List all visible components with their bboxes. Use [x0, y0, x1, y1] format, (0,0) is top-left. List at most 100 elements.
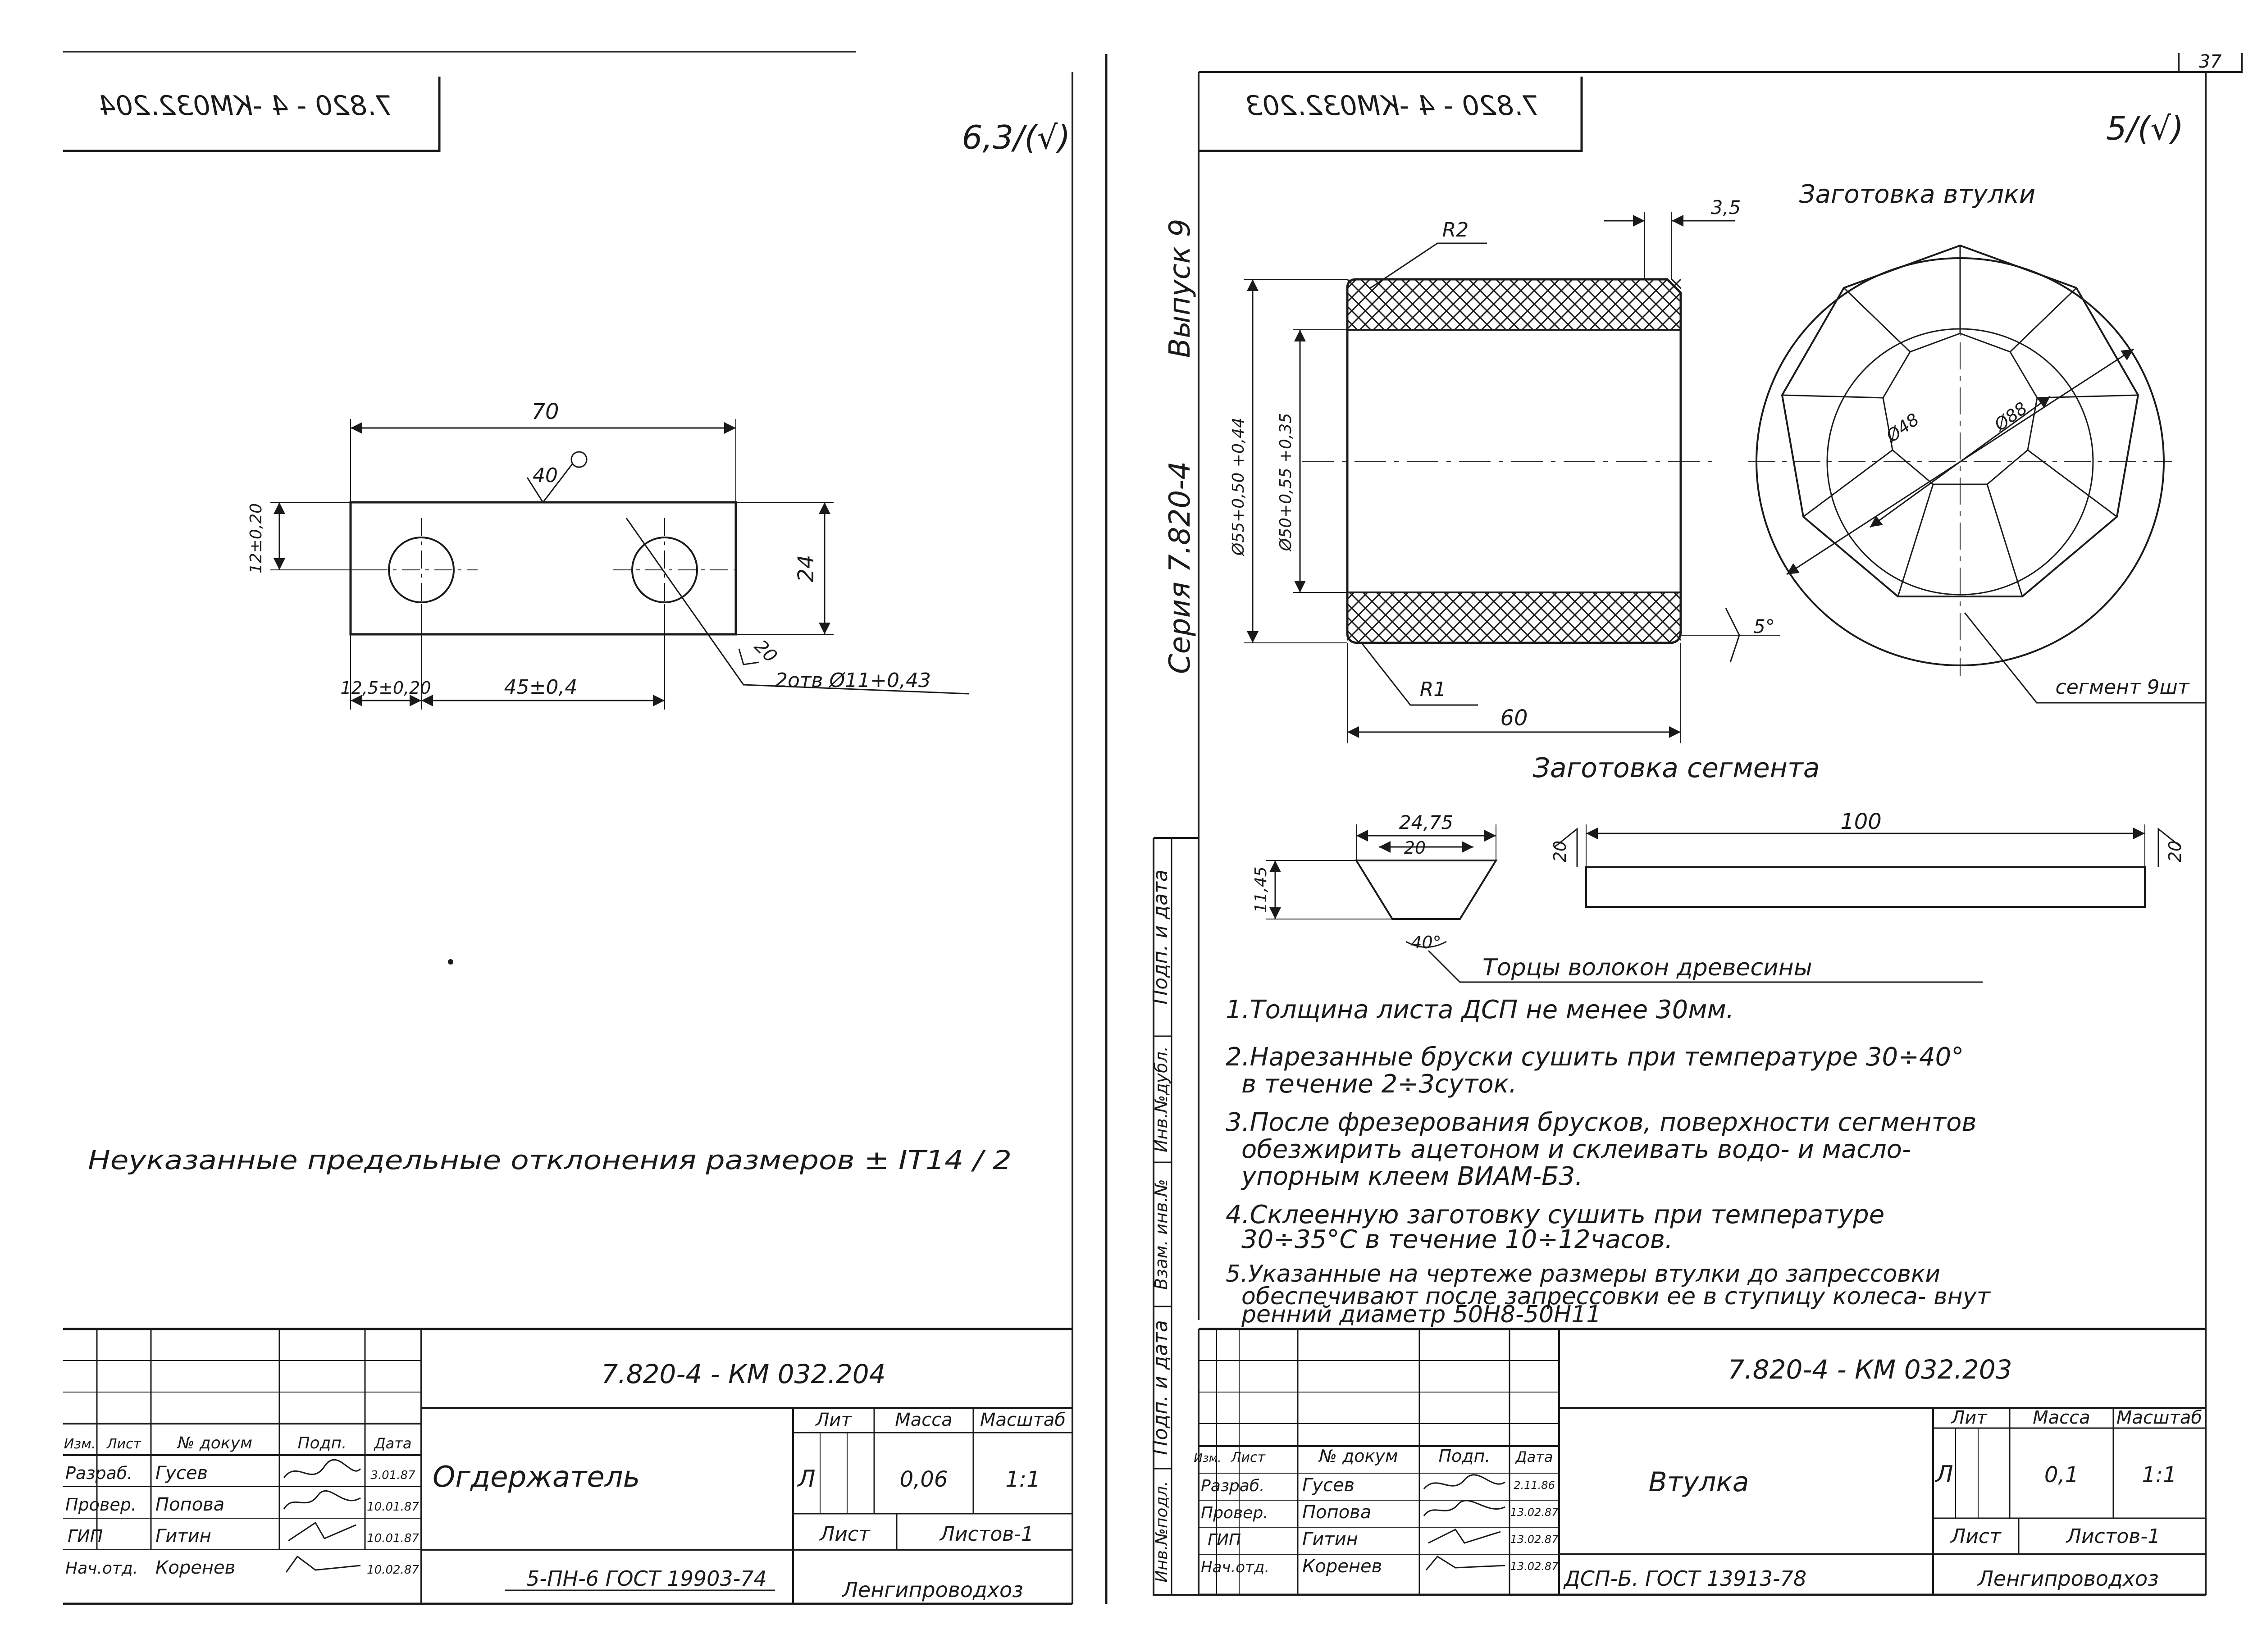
segment-inner-width: 20 — [1404, 838, 1426, 858]
right-roughness-mark: 5/(√) — [2106, 109, 2184, 147]
right-tb-head-doc: № докум — [1318, 1446, 1398, 1466]
dim-roughness-top: 40 — [533, 464, 558, 487]
segment-length: 100 — [1840, 809, 1882, 834]
note-3-line-1: После фрезерования брусков, поверхности … — [1250, 1108, 1976, 1137]
note-2-line-1: Нарезанные бруски сушить при температуре… — [1250, 1042, 1964, 1072]
page-number: 37 — [2199, 51, 2222, 72]
left-tb-part-name: Огдержатель — [433, 1461, 640, 1494]
bushing-inner-d: Ø50+0,55 +0,35 — [1277, 413, 1295, 552]
right-tb-head-izm: Изм. — [1194, 1452, 1221, 1465]
note-3-num: 3. — [1226, 1108, 1250, 1137]
left-tb-head-date: Дата — [374, 1435, 412, 1452]
bushing-r-bottom: R1 — [1420, 678, 1446, 701]
left-tb-head-list: Лист — [106, 1436, 142, 1452]
right-tb-scale: 1:1 — [2142, 1462, 2176, 1488]
right-tb-scale-label: Масштаб — [2116, 1407, 2202, 1428]
strip-replace-inv: Взам. инв.№ — [1151, 1179, 1171, 1290]
bushing-end-view — [1748, 244, 2206, 704]
note-1-line-1: Толщина листа ДСП не менее 30мм. — [1250, 995, 1734, 1024]
left-tb-role-4: Нач.отд. — [65, 1559, 138, 1578]
note-2-num: 2. — [1226, 1042, 1250, 1072]
right-tb-sheets-label: Листов-1 — [2066, 1525, 2160, 1548]
note-2-line-2: в течение 2÷3суток. — [1241, 1069, 1517, 1099]
right-tb-role-4: Нач.отд. — [1201, 1558, 1269, 1576]
left-mirrored-code: 7.820 - 4 -КМ032.204 — [99, 90, 393, 122]
note-1-num: 1. — [1226, 995, 1250, 1024]
right-title-block — [1198, 1328, 2206, 1596]
left-tb-sheets-label: Листов-1 — [939, 1523, 1034, 1546]
right-tb-head-list: Лист — [1231, 1450, 1266, 1465]
segment-top-width: 24,75 — [1399, 811, 1453, 833]
issue-label: Выпуск 9 — [1163, 218, 1197, 358]
right-tb-name-3: Гитин — [1302, 1529, 1358, 1550]
bushing-outer-d: Ø55+0,50 +0,44 — [1229, 418, 1248, 556]
right-sheet: 7.820 - 4 -КМ032.203 5/(√) Серия 7.820-4… — [1149, 71, 2207, 1596]
segment-angle: 40° — [1411, 933, 1441, 952]
segment-end-left: 20 — [1550, 841, 1570, 862]
strip-orig-inv: Инв.№подл. — [1153, 1481, 1171, 1582]
dim-length: 70 — [531, 399, 559, 424]
left-signatures — [283, 1459, 361, 1573]
right-tb-part-name: Втулка — [1649, 1466, 1749, 1498]
note-5-line-3: ренний диаметр 50Н8-50Н11 — [1241, 1301, 1601, 1328]
right-mirrored-code: 7.820 - 4 -КМ032.203 — [1245, 90, 1540, 122]
left-tb-name-4: Коренев — [155, 1557, 235, 1578]
holder-plate-drawing — [270, 419, 969, 710]
strip-sign-date-2: Подп. и дата — [1149, 1320, 1172, 1455]
left-tb-role-3: ГИП — [68, 1526, 103, 1546]
holes-note: 2отв Ø11+0,43 — [775, 669, 931, 692]
dim-tol-left: 12±0,20 — [247, 503, 265, 573]
left-tb-role-1: Разраб. — [65, 1463, 132, 1483]
right-tb-mass-label: Масса — [2033, 1407, 2090, 1428]
right-tb-org: Ленгипроводхоз — [1977, 1566, 2158, 1591]
left-tb-material: 5-ПН-6 ГОСТ 19903-74 — [526, 1566, 767, 1591]
left-tb-date-3: 10.01.87 — [367, 1532, 419, 1545]
note-4: 4.Склеенную заготовку сушить при темпера… — [1226, 1200, 1893, 1254]
dot-mark — [448, 959, 453, 965]
right-tb-role-2: Провер. — [1201, 1504, 1268, 1522]
series-label: Серия 7.820-4 — [1163, 461, 1197, 674]
bushing-r-top: R2 — [1442, 218, 1469, 241]
right-signatures — [1423, 1474, 1505, 1570]
note-4-line-2: 30÷35°С в течение 10÷12часов. — [1241, 1225, 1673, 1254]
right-tb-head-sign: Подп. — [1438, 1446, 1490, 1466]
left-tb-name-2: Попова — [155, 1494, 224, 1515]
left-tb-name-1: Гусев — [155, 1463, 208, 1484]
left-tb-date-4: 10.02.87 — [367, 1563, 419, 1577]
left-tb-date-1: 3.01.87 — [370, 1469, 415, 1482]
right-tb-material: ДСП-Б. ГОСТ 13913-78 — [1563, 1566, 1806, 1591]
right-tb-name-4: Коренев — [1302, 1556, 1382, 1577]
note-3-line-3: упорным клеем ВИАМ-Б3. — [1241, 1162, 1583, 1191]
hole-roughness: 20 — [750, 636, 781, 667]
left-tb-org: Ленгипроводхоз — [841, 1578, 1023, 1602]
left-tb-head-sign: Подп. — [298, 1434, 347, 1452]
right-tb-role-3: ГИП — [1208, 1531, 1241, 1549]
note-5-line-1: Указанные на чертеже размеры втулки до з… — [1248, 1261, 1941, 1288]
segment-profile — [1266, 824, 1983, 983]
right-tb-name-1: Гусев — [1302, 1475, 1355, 1496]
segment-end-right: 20 — [2165, 841, 2185, 862]
left-tb-lit-value: Л — [797, 1465, 815, 1493]
bushing-segment-note: сегмент 9шт — [2056, 676, 2190, 699]
right-tb-code: 7.820-4 - КМ 032.203 — [1728, 1354, 2012, 1385]
bushing-length: 60 — [1500, 705, 1528, 731]
segment-grain-note: Торцы волокон древесины — [1482, 954, 1812, 981]
strip-dup-inv: Инв.№дубл. — [1151, 1046, 1171, 1152]
right-tb-mass: 0,1 — [2044, 1462, 2079, 1488]
dim-pitch: 45±0,4 — [504, 676, 578, 699]
left-tb-head-doc: № докум — [177, 1434, 252, 1452]
right-tb-date-1: 2.11.86 — [1514, 1479, 1555, 1492]
right-tb-date-3: 13.02.87 — [1510, 1533, 1559, 1546]
right-tb-lit-label: Лит — [1950, 1407, 1988, 1428]
left-tb-mass-label: Масса — [895, 1410, 953, 1430]
dim-height: 24 — [794, 555, 819, 582]
left-tb-head-izm: Изм. — [64, 1436, 96, 1452]
left-tb-scale-label: Масштаб — [980, 1410, 1066, 1430]
strip-sign-date-1: Подп. и дата — [1149, 869, 1172, 1005]
bushing-section — [1244, 212, 1780, 743]
left-tb-role-2: Провер. — [65, 1495, 137, 1515]
right-tb-date-2: 13.02.87 — [1510, 1506, 1559, 1519]
dim-edge: 12,5±0,20 — [340, 678, 431, 698]
segment-height: 11,45 — [1252, 866, 1270, 913]
